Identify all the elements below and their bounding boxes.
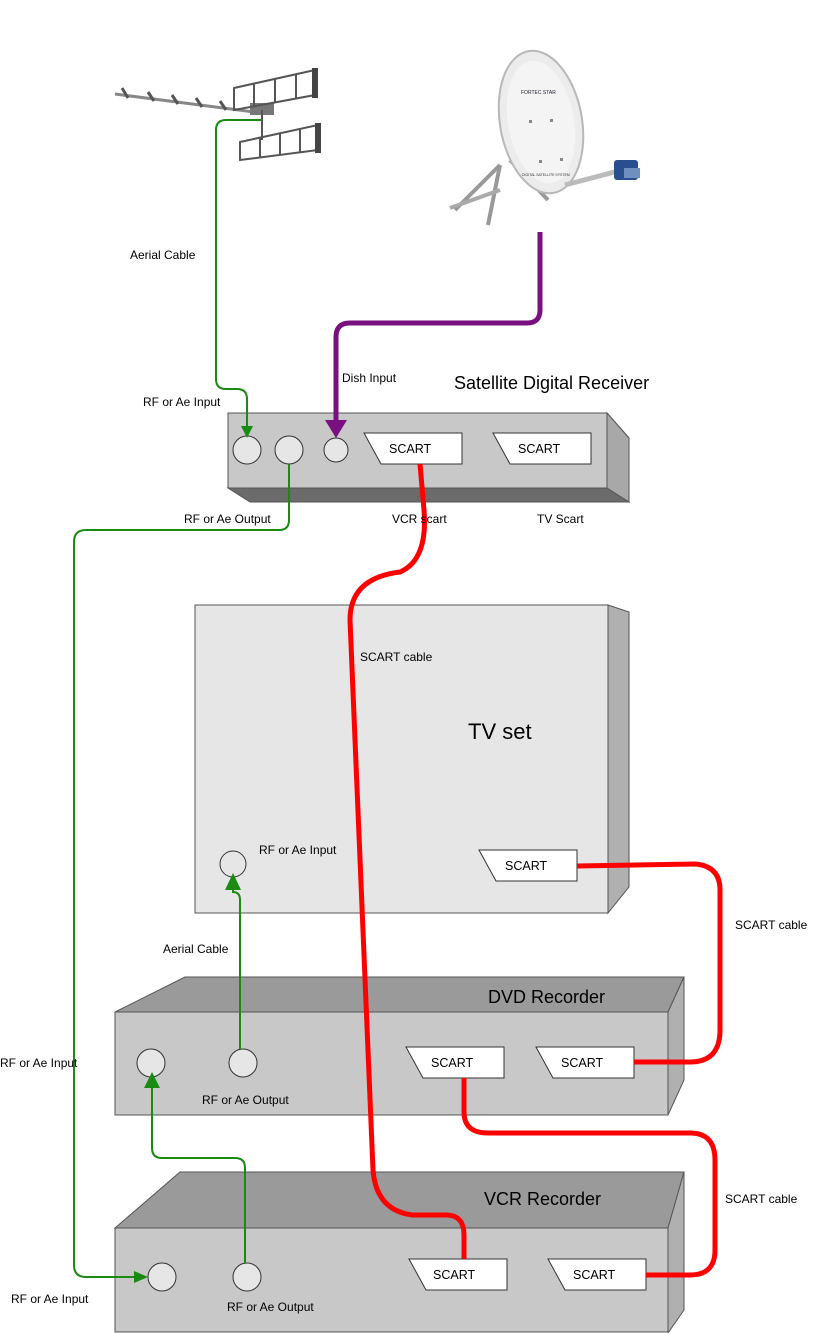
dvd-recorder: SCART SCART [114, 976, 685, 1116]
vcr-title: VCR Recorder [484, 1189, 601, 1209]
satellite-receiver: SCART SCART [226, 411, 631, 503]
satellite-dish-icon: FORTEC STAR DIGITAL SATELLITE SYSTEM [449, 49, 640, 226]
vcr-scart-2-port: SCART [547, 1258, 647, 1291]
yagi-antenna-icon [114, 68, 321, 162]
sat-rf-input-port [232, 435, 262, 465]
tv-scart-port: SCART [478, 849, 578, 882]
scart-cable-1-label: SCART cable [360, 650, 433, 664]
vcr-recorder: SCART SCART [113, 1171, 685, 1333]
dvd-scart-2-port: SCART [535, 1046, 635, 1079]
sat-scart-tv-port: SCART [492, 432, 592, 465]
dish-cable [325, 232, 543, 438]
tv-scart-label: SCART [505, 859, 548, 873]
dvd-scart-2-label: SCART [561, 1056, 604, 1070]
dvd-rf-output-port [228, 1048, 258, 1078]
aerial-cable-mid-label: Aerial Cable [163, 942, 229, 956]
scart-cable-2-label: SCART cable [735, 918, 808, 932]
tv-rf-input-label: RF or Ae Input [259, 843, 337, 857]
tv-set: SCART [194, 604, 630, 915]
sat-rf-output-port [274, 435, 304, 465]
vcr-scart-1-label: SCART [433, 1268, 476, 1282]
sat-dish-input-port [323, 437, 349, 463]
sat-scart-vcr-port: SCART [363, 432, 463, 465]
scart-cable-tv-to-dvd [576, 861, 723, 1065]
sat-rf-input-label: RF or Ae Input [143, 395, 221, 409]
vcr-rf-input-port [147, 1262, 177, 1292]
vcr-rf-input-label: RF or Ae Input [11, 1292, 89, 1306]
vcr-scart-1-port: SCART [408, 1258, 508, 1291]
aerial-cable-dvd-to-tv [225, 873, 241, 1049]
aerial-cable-top-label: Aerial Cable [130, 248, 196, 262]
sat-rf-output-label: RF or Ae Output [184, 512, 271, 526]
dish-brand-label: FORTEC STAR [521, 90, 556, 96]
dvd-rf-input-label: RF or Ae Input [0, 1056, 78, 1070]
aerial-cable-receiver-to-vcr [73, 464, 290, 1283]
aerial-cable-to-receiver [215, 119, 262, 438]
vcr-rf-output-label: RF or Ae Output [227, 1300, 314, 1314]
sat-tv-scart-label: TV Scart [537, 512, 584, 526]
dvd-rf-input-port [136, 1048, 166, 1078]
vcr-rf-output-port [232, 1262, 262, 1292]
vcr-scart-2-label: SCART [573, 1268, 616, 1282]
dish-model-label: DIGITAL SATELLITE SYSTEM [522, 173, 570, 177]
sat-scart-2-label: SCART [518, 442, 561, 456]
tv-title: TV set [468, 719, 532, 744]
dvd-rf-output-label: RF or Ae Output [202, 1093, 289, 1107]
sat-vcr-scart-label: VCR scart [392, 512, 447, 526]
dvd-scart-1-port: SCART [405, 1046, 505, 1079]
scart-cable-dvd-to-vcr [461, 1078, 718, 1278]
scart-cable-receiver-to-vcr [347, 463, 467, 1259]
scart-cable-3-label: SCART cable [725, 1192, 798, 1206]
dish-input-label: Dish Input [342, 371, 397, 385]
dvd-scart-1-label: SCART [431, 1056, 474, 1070]
dvd-title: DVD Recorder [488, 987, 605, 1007]
aerial-cable-vcr-to-dvd [144, 1072, 246, 1263]
sat-scart-1-label: SCART [389, 442, 432, 456]
satellite-receiver-title: Satellite Digital Receiver [454, 373, 649, 393]
